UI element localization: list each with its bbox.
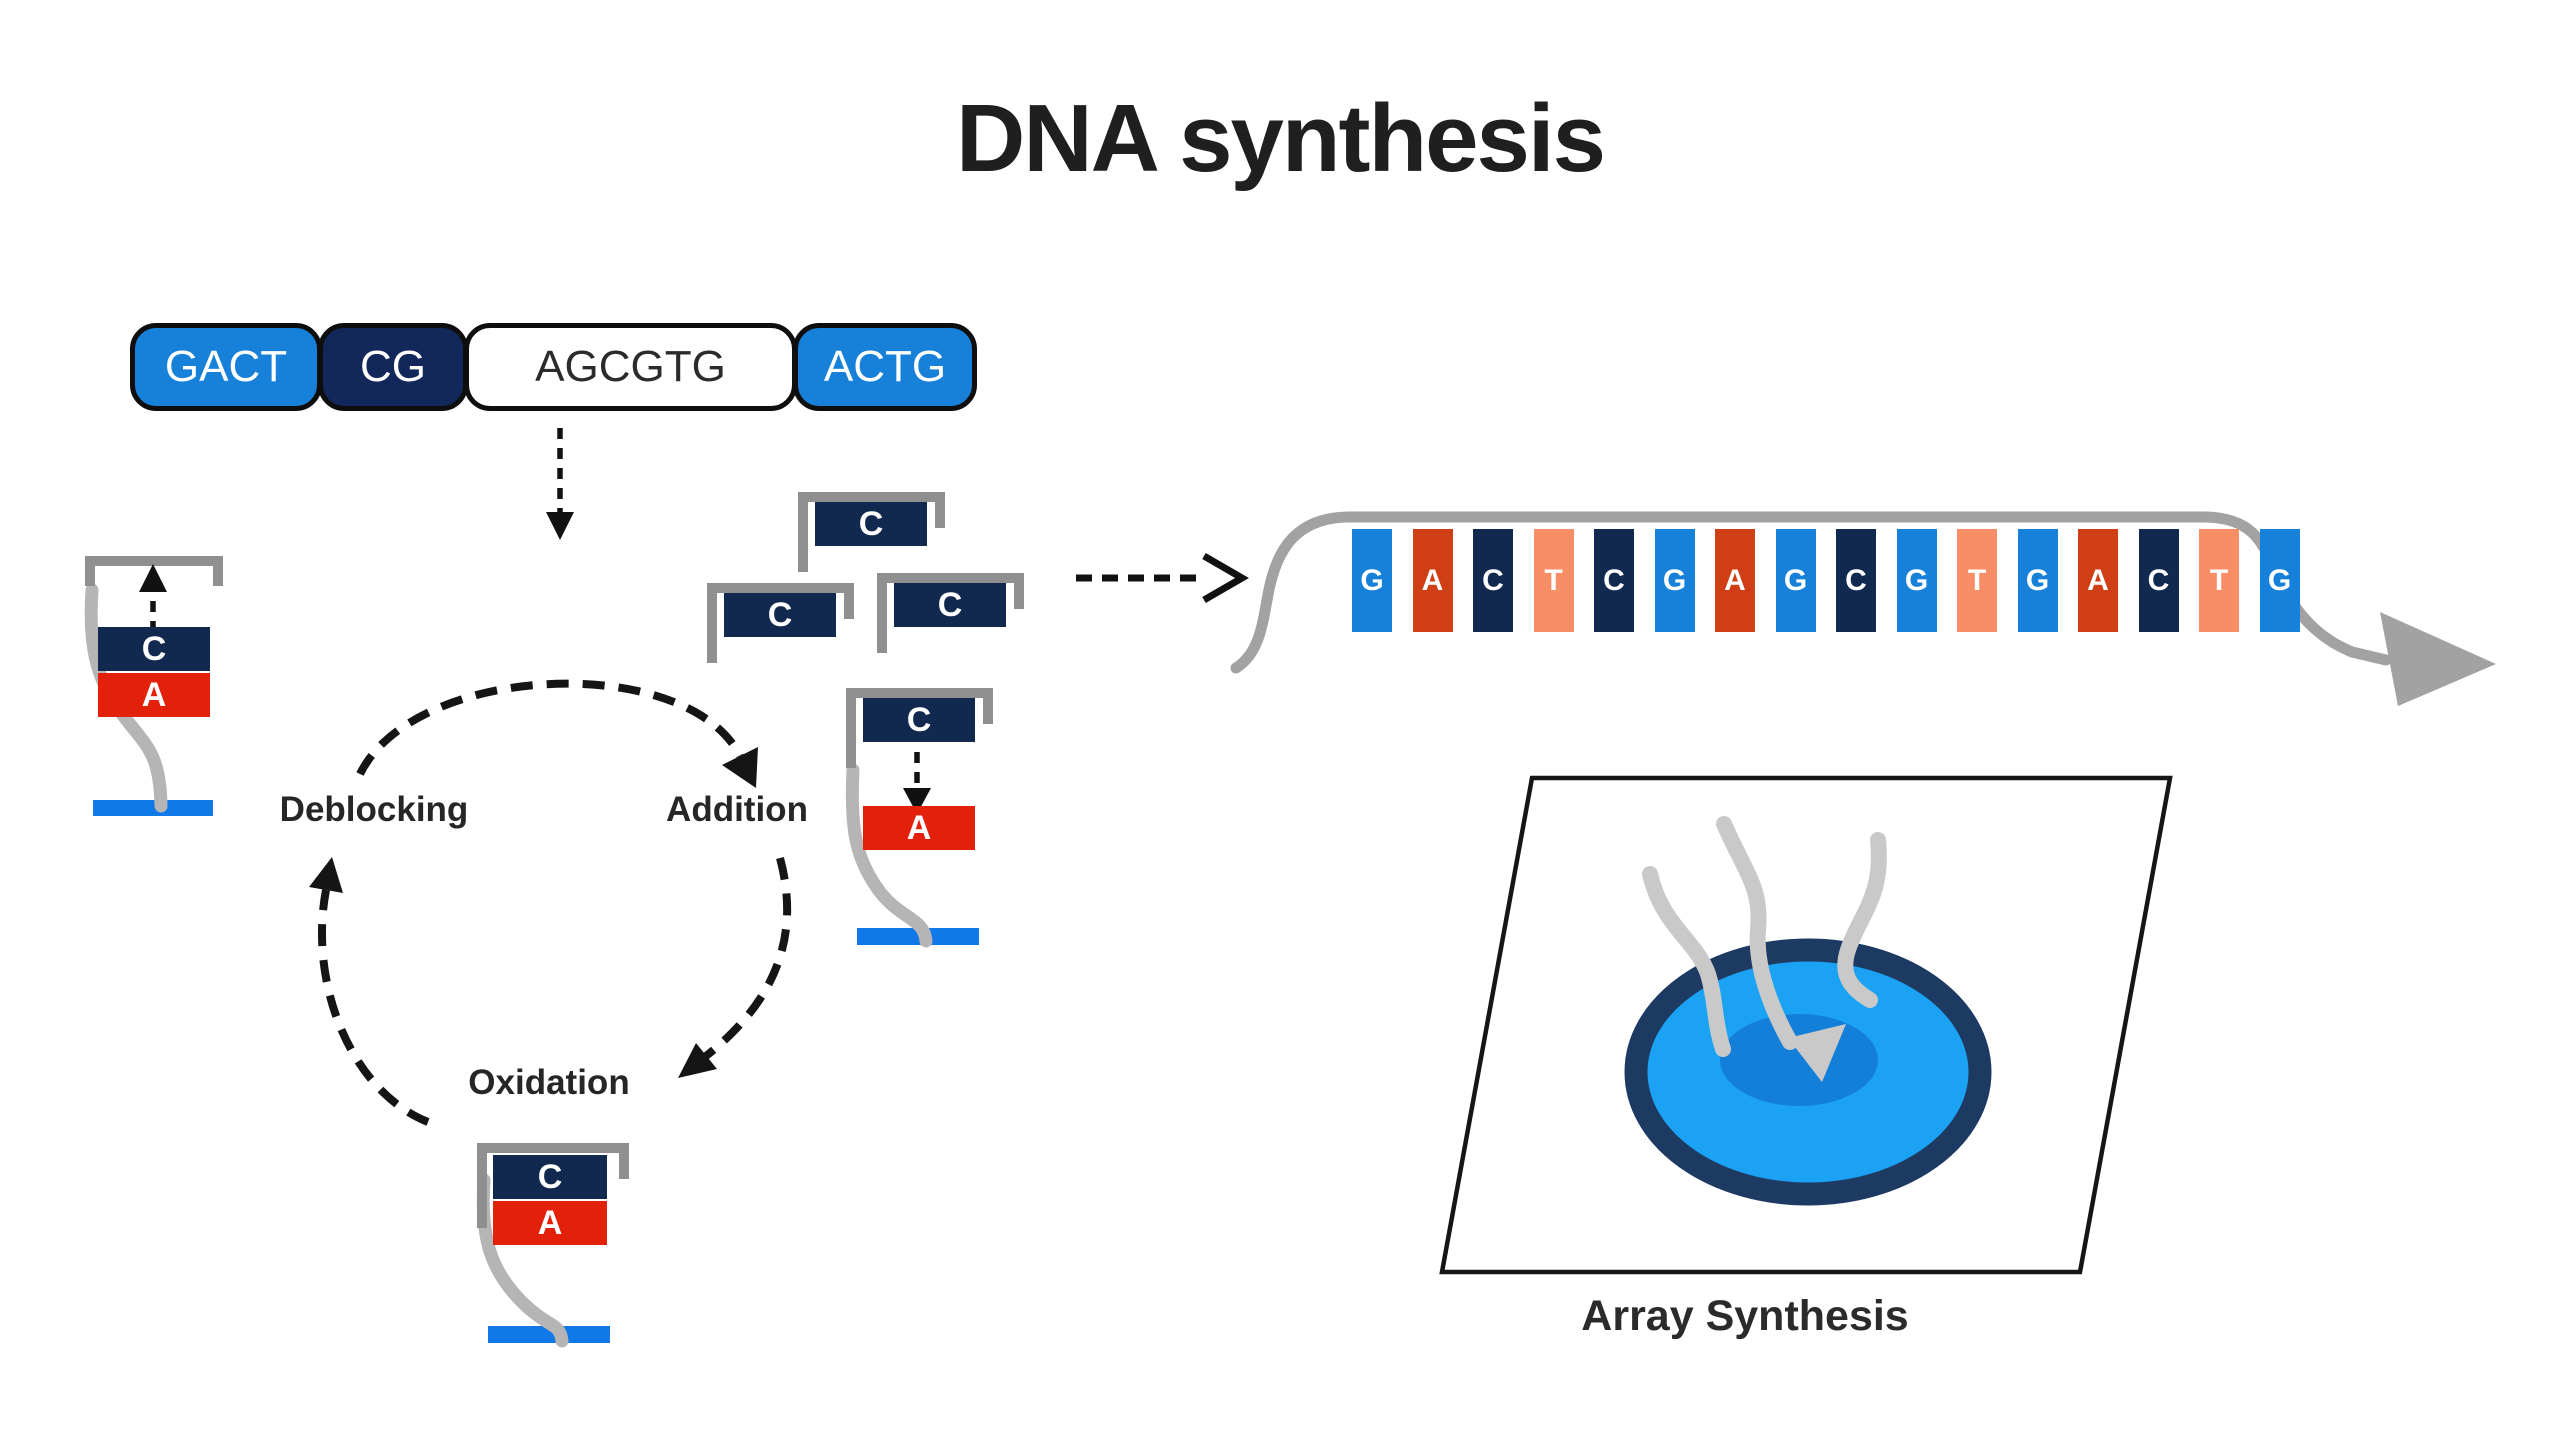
sequence-pill-cg: CG	[318, 323, 468, 411]
support-surface-oxidation	[488, 1326, 610, 1343]
strand-base-c: C	[1473, 529, 1513, 632]
support-surface-addition	[857, 928, 979, 945]
arrowhead-cycle-to-strand	[1202, 552, 1249, 604]
strand-base-c: C	[2138, 529, 2179, 632]
strand-base-c: C	[1836, 529, 1876, 632]
strand-backbone-arrowhead	[2380, 612, 2496, 706]
cycle-step-oxidation: Oxidation	[468, 1063, 630, 1102]
monomer-a-left: A	[98, 673, 210, 717]
arc-oxidation-to-deblocking	[318, 889, 430, 1126]
array-spot-strands	[1642, 816, 1887, 1057]
bracket-monomer-top	[798, 492, 945, 572]
array-synthesis-label: Array Synthesis	[1581, 1292, 1909, 1340]
arrowhead-to-oxidation	[678, 1043, 717, 1078]
strand-base-t: T	[2199, 529, 2239, 632]
monomer-c-left2: C	[724, 593, 836, 637]
arrowhead-to-addition	[722, 747, 758, 788]
strand-base-a: A	[1412, 529, 1453, 632]
arrowhead-deblock-up	[139, 564, 167, 592]
strand-base-c: C	[1594, 529, 1634, 632]
cycle-step-deblocking: Deblocking	[279, 790, 469, 829]
strand-base-g: G	[1352, 529, 1392, 632]
monomer-a-oxidation: A	[493, 1201, 607, 1245]
cycle-step-addition: Addition	[666, 790, 808, 829]
arrowhead-sequence-to-cycle	[546, 512, 574, 540]
bracket-addition	[846, 688, 993, 768]
arrowhead-addition-down	[903, 788, 931, 814]
strand-base-t: T	[1533, 529, 1574, 632]
monomer-c-addition: C	[863, 698, 975, 742]
bracket-oxidation	[477, 1143, 629, 1228]
strand-base-t: T	[1957, 529, 1997, 632]
spot-strand-2	[1716, 816, 1798, 1050]
arrowhead-to-deblocking	[309, 857, 343, 893]
monomer-c-left: C	[98, 627, 210, 671]
strand-base-g: G	[2259, 529, 2300, 632]
protecting-brackets	[85, 492, 1024, 1228]
monomer-c-right: C	[894, 583, 1006, 627]
arc-addition-to-oxidation	[703, 856, 791, 1060]
monomer-c-top: C	[815, 502, 927, 546]
monomer-c-oxidation: C	[493, 1155, 607, 1199]
support-surface-left	[93, 800, 213, 816]
array-spot-core	[1720, 1014, 1878, 1106]
cycle-arcs	[318, 679, 791, 1126]
page-title: DNA synthesis	[956, 85, 1606, 192]
strand-base-a: A	[2078, 529, 2118, 632]
spot-strand-arrowhead	[1788, 1024, 1846, 1082]
strand-base-a: A	[1715, 529, 1755, 632]
strand-base-g: G	[1775, 529, 1816, 632]
bracket-left-structure	[85, 556, 223, 586]
linker-squiggle-addition	[845, 763, 933, 948]
sequence-pill-gact: GACT	[130, 323, 322, 411]
sequence-pill-actg: ACTG	[793, 323, 977, 411]
sequence-pill-agcgtg: AGCGTG	[464, 323, 797, 411]
arc-deblocking-to-addition	[356, 679, 744, 776]
strand-base-g: G	[1654, 529, 1695, 632]
strand-base-g: G	[1896, 529, 1937, 632]
spot-strand-1	[1642, 866, 1731, 1057]
monomer-a-addition: A	[863, 806, 975, 850]
strand-base-g: G	[2017, 529, 2058, 632]
dashed-arrows	[150, 428, 920, 790]
spot-strand-3	[1837, 832, 1887, 1008]
bracket-monomer-right	[877, 573, 1024, 653]
bracket-monomer-left	[707, 583, 854, 663]
